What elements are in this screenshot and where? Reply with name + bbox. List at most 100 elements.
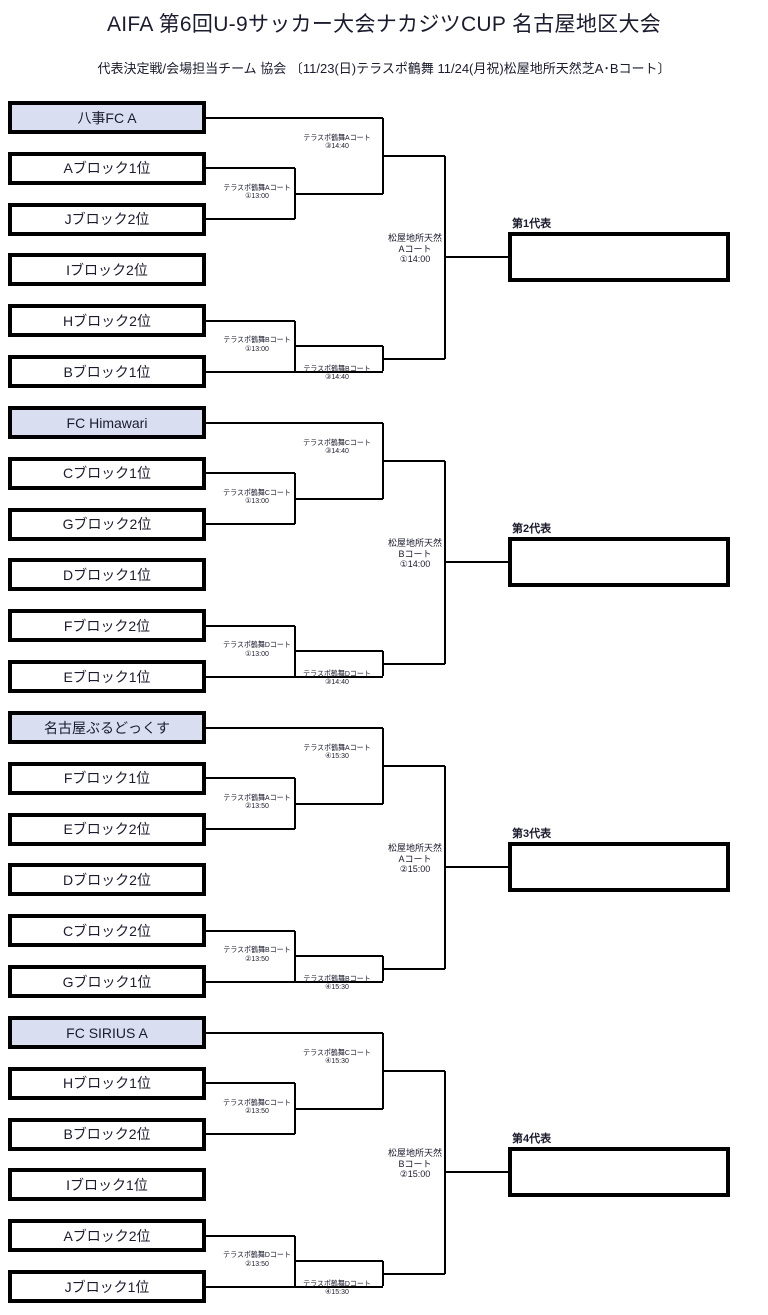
result-label: 第2代表 xyxy=(512,523,552,536)
round1-feed-line xyxy=(206,523,295,526)
seeded-team-box[interactable]: FC SIRIUS A xyxy=(8,1016,206,1049)
final-to-result-line xyxy=(445,256,508,259)
team-label: Gブロック1位 xyxy=(62,973,152,990)
round2-feed-line xyxy=(206,1031,383,1034)
round2-feed-line xyxy=(295,650,383,653)
team-label: Bブロック1位 xyxy=(63,363,151,380)
seeded-team-box[interactable]: 名古屋ぶるどっくす xyxy=(8,711,206,744)
round2-feed-line xyxy=(206,675,383,678)
round2-feed-line xyxy=(295,1260,383,1263)
final-feed-line xyxy=(383,154,445,157)
team-label: Jブロック1位 xyxy=(64,1278,150,1295)
team-slot-box[interactable]: Fブロック1位 xyxy=(8,761,206,795)
team-slot-box[interactable]: Eブロック1位 xyxy=(8,660,206,693)
team-slot-box[interactable]: Dブロック1位 xyxy=(8,558,206,592)
team-slot-box[interactable]: Iブロック2位 xyxy=(8,253,206,287)
result-box[interactable] xyxy=(508,1147,730,1198)
round1-feed-line xyxy=(206,1234,295,1237)
team-slot-box[interactable]: Aブロック2位 xyxy=(8,1219,206,1253)
round2-feed-line xyxy=(206,116,383,119)
final-feed-line xyxy=(383,357,445,360)
round2-feed-line xyxy=(295,1107,383,1110)
round1-feed-line xyxy=(206,1133,295,1136)
round2-feed-line xyxy=(206,1285,383,1288)
final-to-result-line xyxy=(445,561,508,564)
round2-feed-line xyxy=(206,980,383,983)
round2-feed-line xyxy=(295,345,383,348)
page-subtitle: 代表決定戦/会場担当チーム 協会 〔11/23(日)テラスポ鶴舞 11/24(月… xyxy=(97,61,671,76)
team-label: Fブロック2位 xyxy=(63,617,151,634)
team-slot-box[interactable]: Hブロック2位 xyxy=(8,304,206,338)
team-slot-box[interactable]: Eブロック2位 xyxy=(8,812,206,846)
team-label: 名古屋ぶるどっくす xyxy=(44,719,170,736)
team-slot-box[interactable]: Aブロック1位 xyxy=(8,151,206,185)
team-label: Hブロック1位 xyxy=(63,1075,151,1092)
team-slot-box[interactable]: Iブロック1位 xyxy=(8,1168,206,1202)
team-label: Gブロック2位 xyxy=(62,516,152,533)
result-box[interactable] xyxy=(508,232,730,283)
result-label: 第3代表 xyxy=(512,828,552,841)
final-feed-line xyxy=(383,459,445,462)
team-label: Cブロック1位 xyxy=(63,465,151,482)
round1-feed-line xyxy=(206,472,295,475)
team-label: FC Himawari xyxy=(66,414,148,431)
final-feed-line xyxy=(383,967,445,970)
team-label: Bブロック2位 xyxy=(63,1126,151,1143)
team-slot-box[interactable]: Jブロック1位 xyxy=(8,1270,206,1303)
team-label: 八事FC A xyxy=(77,109,137,126)
team-slot-box[interactable]: Cブロック1位 xyxy=(8,456,206,490)
round1-feed-line xyxy=(206,1082,295,1085)
result-label: 第1代表 xyxy=(512,218,552,231)
team-slot-box[interactable]: Gブロック1位 xyxy=(8,965,206,998)
round1-feed-line xyxy=(206,828,295,831)
team-label: Iブロック2位 xyxy=(66,261,148,278)
team-label: Dブロック2位 xyxy=(63,871,151,888)
final-feed-line xyxy=(383,1272,445,1275)
team-label: Aブロック2位 xyxy=(63,1227,151,1244)
team-slot-box[interactable]: Cブロック2位 xyxy=(8,914,206,948)
round2-feed-line xyxy=(295,955,383,958)
seeded-team-box[interactable]: FC Himawari xyxy=(8,406,206,439)
round1-feed-line xyxy=(206,929,295,932)
team-slot-box[interactable]: Hブロック1位 xyxy=(8,1066,206,1100)
team-slot-box[interactable]: Fブロック2位 xyxy=(8,609,206,643)
team-label: Dブロック1位 xyxy=(63,566,151,583)
team-label: Jブロック2位 xyxy=(64,211,150,228)
team-label: Hブロック2位 xyxy=(63,312,151,329)
result-label: 第4代表 xyxy=(512,1133,552,1146)
team-slot-box[interactable]: Bブロック2位 xyxy=(8,1117,206,1151)
seeded-team-box[interactable]: 八事FC A xyxy=(8,101,206,134)
team-slot-box[interactable]: Bブロック1位 xyxy=(8,355,206,388)
result-box[interactable] xyxy=(508,842,730,893)
round2-feed-line xyxy=(206,726,383,729)
round2-feed-line xyxy=(206,370,383,373)
team-label: Fブロック1位 xyxy=(63,770,151,787)
result-box[interactable] xyxy=(508,537,730,588)
team-slot-box[interactable]: Jブロック2位 xyxy=(8,202,206,236)
final-feed-line xyxy=(383,1069,445,1072)
team-slot-box[interactable]: Gブロック2位 xyxy=(8,507,206,541)
round1-feed-line xyxy=(206,777,295,780)
round2-feed-line xyxy=(295,802,383,805)
round2-feed-line xyxy=(295,192,383,195)
team-slot-box[interactable]: Dブロック2位 xyxy=(8,863,206,897)
page-title: AIFA 第6回U-9サッカー大会ナカジツCUP 名古屋地区大会 xyxy=(106,13,662,36)
final-feed-line xyxy=(383,662,445,665)
round1-feed-line xyxy=(206,218,295,221)
